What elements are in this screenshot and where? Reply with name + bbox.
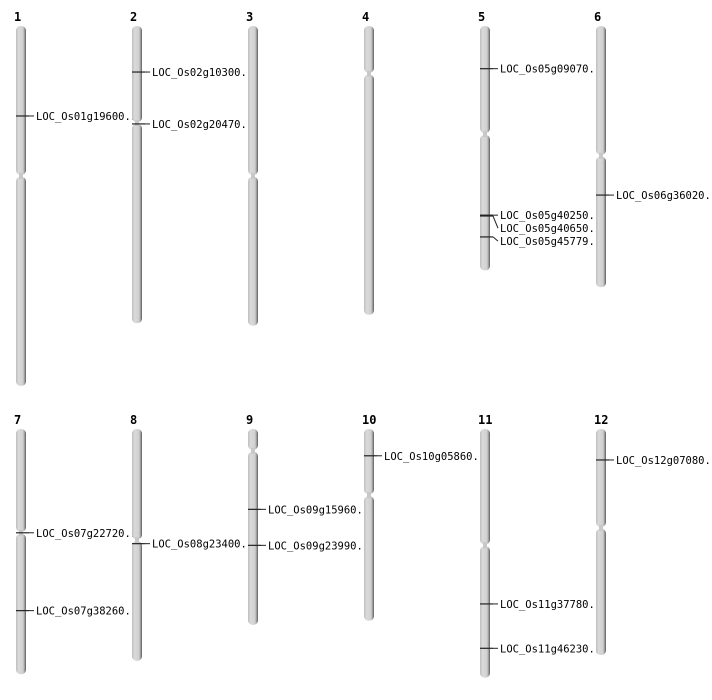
centromere	[599, 524, 603, 531]
centromere	[19, 172, 23, 179]
chromosome-arm-p	[16, 26, 26, 175]
chromosome-label: 10	[362, 413, 376, 427]
centromere	[251, 172, 255, 179]
gene-label: LOC_Os05g40250.1	[500, 210, 601, 222]
chromosome-label: 4	[362, 10, 369, 24]
chromosome-label: 11	[478, 413, 492, 427]
centromere	[135, 537, 139, 544]
centromere	[367, 70, 371, 77]
chromosome-arm-p	[480, 429, 490, 545]
chromosome-arm-p	[248, 26, 258, 175]
centromere	[367, 492, 371, 499]
chromosome-arm-q	[480, 546, 490, 678]
gene-label: LOC_Os07g22720.1	[36, 528, 137, 540]
chromosome-label: 6	[594, 10, 601, 24]
chromosome-label: 12	[594, 413, 608, 427]
gene-label: LOC_Os01g19600.1	[36, 111, 137, 123]
gene-label: LOC_Os02g10300.1	[152, 67, 253, 79]
gene-label: LOC_Os10g05860.1	[384, 451, 485, 463]
gene-label: LOC_Os02g20470.1	[152, 119, 253, 131]
chromosome-arm-q	[364, 74, 374, 315]
chromosome-arm-q	[132, 541, 142, 661]
centromere	[483, 130, 487, 137]
chromosome-arm-q	[364, 496, 374, 621]
gene-leader-line	[492, 236, 499, 242]
chromosome-arm-q	[480, 134, 490, 271]
chromosome-arm-p	[16, 429, 26, 532]
chromosome-label: 9	[246, 413, 253, 427]
gene-label: LOC_Os11g46230.1	[500, 643, 601, 655]
gene-label: LOC_Os07g38260.1	[36, 606, 137, 618]
centromere	[251, 447, 255, 454]
chromosome-arm-q	[16, 533, 26, 675]
chromosome-arm-p	[364, 429, 374, 495]
chromosome-arm-q	[132, 124, 142, 324]
chromosome-arm-p	[132, 26, 142, 123]
chromosome-arm-p	[596, 26, 606, 155]
centromere	[483, 542, 487, 549]
chromosome-arm-q	[16, 176, 26, 386]
chromosome-label: 1	[14, 10, 21, 24]
chromosome-3: 3	[246, 10, 258, 326]
gene-label: LOC_Os08g23400.1	[152, 539, 253, 551]
gene-label: LOC_Os05g40650.1	[500, 223, 601, 235]
chromosome-arm-p	[480, 26, 490, 133]
gene-label: LOC_Os05g45779.1	[500, 236, 601, 248]
chromosome-arm-p	[596, 429, 606, 527]
chromosome-arm-p	[364, 26, 374, 73]
gene-label: LOC_Os09g23990.1	[268, 540, 369, 552]
chromosome-arm-q	[248, 451, 258, 625]
chromosome-label: 8	[130, 413, 137, 427]
centromere	[599, 152, 603, 159]
gene-label: LOC_Os05g09070.1	[500, 64, 601, 76]
gene-leader-line	[492, 215, 499, 229]
chromosome-label: 2	[130, 10, 137, 24]
chromosome-arm-p	[132, 429, 142, 540]
chromosome-arm-q	[248, 176, 258, 326]
gene-label: LOC_Os11g37780.1	[500, 599, 601, 611]
chromosome-label: 7	[14, 413, 21, 427]
chromosome-4: 4	[362, 10, 374, 315]
chromosome-label: 5	[478, 10, 485, 24]
chromosome-label: 3	[246, 10, 253, 24]
chromosome-5: 5LOC_Os05g09070.1LOC_Os05g40250.1LOC_Os0…	[478, 10, 601, 271]
centromere	[135, 120, 139, 127]
chromosome-arm-p	[248, 429, 258, 450]
chromosome-arm-q	[596, 156, 606, 288]
gene-label: LOC_Os09g15960.1	[268, 504, 369, 516]
gene-label: LOC_Os06g36020.1	[616, 190, 712, 202]
chromosome-arm-q	[596, 528, 606, 655]
gene-label: LOC_Os12g07080.1	[616, 455, 712, 467]
